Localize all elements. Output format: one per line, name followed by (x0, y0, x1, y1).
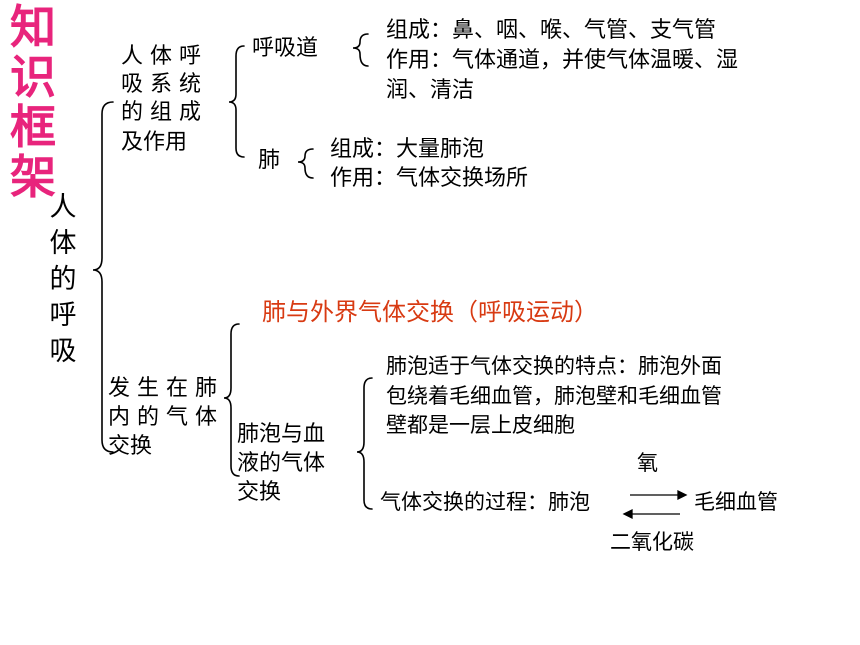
branch2-brace (223, 323, 240, 477)
branch1-label-line-2: 吸 系 统 (121, 72, 201, 97)
airway-function: 作用：气体通道，并使气体温暖、湿 (386, 48, 739, 73)
alveolar-brace (356, 377, 373, 510)
lung-brace (297, 148, 314, 179)
lung-composition: 组成：大量肺泡 (330, 137, 485, 162)
alveolar-label-line-2: 液的气体 (237, 451, 326, 476)
lung-label: 肺 (258, 148, 281, 173)
exchange-process-prefix: 气体交换的过程：肺泡 (380, 490, 590, 514)
airway-function-cont: 润、清洁 (386, 78, 475, 103)
co2-label: 二氧化碳 (610, 530, 694, 554)
main-brace (92, 101, 114, 453)
branch1-label-line-3: 的 组 成 (121, 100, 201, 125)
alveolar-label-line-3: 交换 (237, 480, 282, 505)
alveolar-feature-line-3: 壁都是一层上皮细胞 (386, 413, 575, 437)
alveolar-feature-line-2: 包绕着毛细血管，肺泡壁和毛细血管 (386, 384, 722, 408)
branch1-brace (228, 45, 245, 158)
branch2-label-line-1: 发 生 在 肺 (108, 376, 217, 401)
airway-label: 呼吸道 (252, 36, 319, 61)
topic-vertical-label: 人体的呼吸 (49, 192, 77, 367)
branch1-label-line-4: 及作用 (121, 130, 188, 155)
branch2-label-line-3: 交换 (108, 434, 153, 459)
oxygen-label: 氧 (637, 451, 658, 475)
lung-function: 作用：气体交换场所 (330, 166, 529, 191)
external-exchange-heading: 肺与外界气体交换（呼吸运动） (262, 298, 598, 326)
airway-composition: 组成：鼻、咽、喉、气管、支气管 (386, 18, 717, 43)
branch1-label-line-1: 人 体 呼 (121, 44, 201, 69)
airway-brace (352, 33, 369, 67)
framework-title: 知识框架 (10, 0, 56, 204)
alveolar-feature-line-1: 肺泡适于气体交换的特点：肺泡外面 (386, 354, 722, 378)
co2-arrowhead (622, 508, 633, 520)
alveolar-label-line-1: 肺泡与血 (237, 422, 326, 447)
capillary-label: 毛细血管 (694, 490, 778, 514)
oxygen-arrowhead (677, 489, 688, 501)
branch2-label-line-2: 内 的 气 体 (108, 405, 217, 430)
